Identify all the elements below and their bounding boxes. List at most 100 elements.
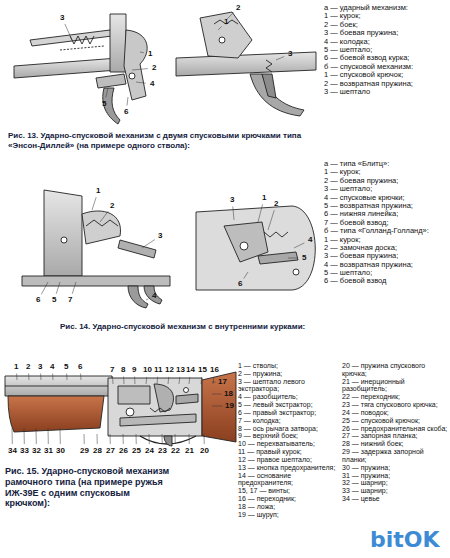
legend-text: 3 — шептало левого экстрактора; xyxy=(238,378,340,394)
leader-line xyxy=(48,428,49,444)
legend-text: 26 — предохранительная скоба; xyxy=(342,425,448,433)
leader-line xyxy=(201,377,203,384)
leader-line xyxy=(100,211,108,222)
leader-line xyxy=(218,27,222,30)
callout-number: 8 xyxy=(121,366,125,374)
callout-number: 9 xyxy=(132,366,136,374)
legend-text: 6 — нижняя линейка; xyxy=(324,210,448,218)
legend-text: 2 — пружина; xyxy=(238,370,340,378)
leader-line xyxy=(294,243,304,248)
legend-text: 18 — ложа; xyxy=(238,503,340,511)
callout-number: 6 xyxy=(124,108,128,116)
leader-line xyxy=(157,377,159,384)
leader-line xyxy=(36,428,37,444)
leader-line xyxy=(146,377,148,384)
leader-line xyxy=(92,197,96,210)
legend-text: 3 — боевая пружина; xyxy=(324,29,448,37)
callout-number: 2 xyxy=(26,363,30,371)
legend-text: 4 — спусковые крючки; xyxy=(324,194,448,202)
leader-line xyxy=(140,52,144,54)
figure-caption: Рис. 14. Ударно-спусковой механизм с вну… xyxy=(60,322,322,332)
callout-number: 5 xyxy=(102,100,106,108)
legend-text: 21 — инерционный разобщитель; xyxy=(342,378,448,394)
legend-text: 5 — шептало; xyxy=(324,269,448,277)
legend-text: 14 — основание предохранителя; xyxy=(238,472,340,488)
callout-number: 4 xyxy=(308,236,312,244)
leader-line xyxy=(212,394,222,395)
legend-text: 10 — перехватыватель; xyxy=(238,440,340,448)
legend-text: а — ударный механизм: xyxy=(324,4,448,12)
leader-line xyxy=(149,434,150,444)
callout-number: 3 xyxy=(230,196,234,204)
leader-line xyxy=(258,204,263,222)
legend-text: 11 — правый курок; xyxy=(238,448,340,456)
figure-caption: Рис. 13. Ударно-спусковой механизм с дву… xyxy=(8,131,320,150)
callout-number: 3 xyxy=(38,363,42,371)
legend-text: 5 — левый экстрактор; xyxy=(238,401,340,409)
legend-text: 6 — боевой взвод курка; xyxy=(324,54,448,62)
legend-text: 6 — боевой взвод xyxy=(324,277,448,285)
legend-text: 16 — переходник; xyxy=(238,495,340,503)
legend-text: 2 — боек; xyxy=(324,21,448,29)
callout-number: 3 xyxy=(60,14,64,22)
legend-text: 31 — пружина; xyxy=(342,472,448,480)
legend-text: 20 — пружина спускового крючка; xyxy=(342,362,448,378)
leader-line xyxy=(28,373,29,380)
leader-line xyxy=(276,57,284,60)
legend-text: 28 — нижний боек; xyxy=(342,440,448,448)
legend-text: 2 — замочная доска; xyxy=(324,244,448,252)
legend-text: 30 — пружина; xyxy=(342,464,448,472)
callout-number: 7 xyxy=(68,296,72,304)
leader-line xyxy=(179,377,181,384)
callout-number: 17 xyxy=(218,378,227,386)
legend-text: 6 — правый экстрактор; xyxy=(238,409,340,417)
callout-number: 2 xyxy=(274,200,278,208)
legend-text: 23 — тяга спускового крючка; xyxy=(342,401,448,409)
leader-line xyxy=(168,377,170,384)
legend-text: 5 — шептало; xyxy=(324,46,448,54)
leader-line xyxy=(52,373,53,380)
legend-text: 4 — колодка; xyxy=(324,38,448,46)
callout-number: 2 xyxy=(152,64,156,72)
leader-line xyxy=(127,97,128,106)
callout-number: 26 xyxy=(119,447,128,455)
callout-number: 10 xyxy=(143,366,152,374)
callout-number: 21 xyxy=(185,447,194,455)
legend-column: 20 — пружина спускового крючка;21 — инер… xyxy=(342,362,448,503)
leader-line xyxy=(288,258,298,259)
fig14-right xyxy=(196,206,315,290)
callout-number: 6 xyxy=(238,280,242,288)
callout-number: 1 xyxy=(262,194,266,202)
legend-column: а — типа «Блитц»:1 — курок;2 — боевая пр… xyxy=(324,160,448,286)
legend-text: 1 — курок; xyxy=(324,236,448,244)
legend-text: 29 — задержка запорной планки; xyxy=(342,448,448,464)
callout-number: 32 xyxy=(32,447,41,455)
callout-number: 30 xyxy=(56,447,65,455)
leader-line xyxy=(204,434,205,444)
leader-line xyxy=(97,434,98,444)
leader-line xyxy=(162,434,163,444)
legend-text: б — типа «Голланд-Голланд»: xyxy=(324,227,448,235)
callout-number: 15 xyxy=(198,366,207,374)
legend-text: 4 — разобщитель; xyxy=(238,393,340,401)
legend-text: 5 — возвратная пружина; xyxy=(324,202,448,210)
callout-number: 1 xyxy=(224,18,228,26)
callout-number: 23 xyxy=(158,447,167,455)
callout-number: 18 xyxy=(224,390,233,398)
legend-text: а — типа «Блитц»: xyxy=(324,160,448,168)
callout-number: 34 xyxy=(8,447,17,455)
callout-number: 22 xyxy=(171,447,180,455)
callout-number: 6 xyxy=(36,296,40,304)
callout-number: 5 xyxy=(302,254,306,262)
legend-text: 33 — шарнир; xyxy=(342,487,448,495)
legend-text: 3 — шептало; xyxy=(324,185,448,193)
callout-number: 28 xyxy=(93,447,102,455)
callout-number: 12 xyxy=(165,366,174,374)
callout-number: 1 xyxy=(96,187,100,195)
legend-text: 8 — ось рычага затвора; xyxy=(238,425,340,433)
legend-text: 12 — правое шептало; xyxy=(238,456,340,464)
leader-line xyxy=(189,377,191,384)
leader-line xyxy=(146,299,148,300)
legend-text: 7 — боевой взвод; xyxy=(324,219,448,227)
fig15-gun xyxy=(5,372,236,446)
